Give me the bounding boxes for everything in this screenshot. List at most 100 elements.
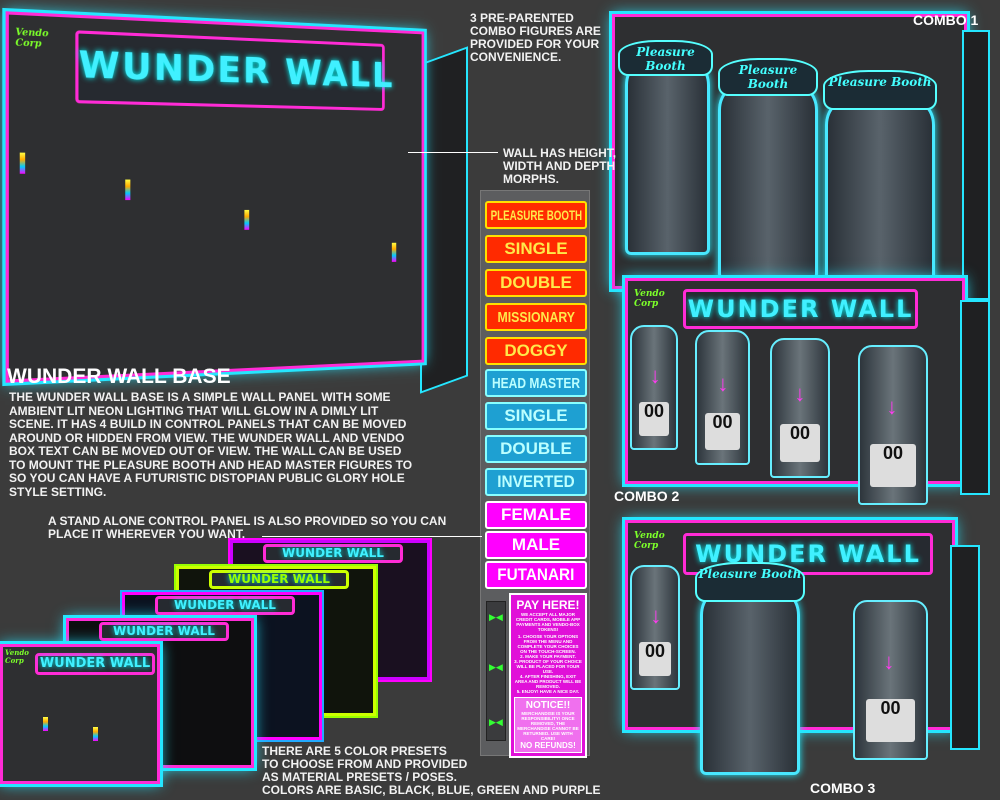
button-label: DOUBLE	[500, 273, 572, 293]
pay-text: WE ACCEPT ALL MAJOR CREDIT CARDS, MOBILE…	[514, 612, 582, 632]
arrow-down-icon: ↓	[794, 381, 805, 407]
desc-line: BOX TEXT CAN BE MOVED OUT OF VIEW. THE W…	[9, 445, 412, 459]
button-label: DOGGY	[504, 341, 567, 361]
arrow-down-icon: ↓	[717, 371, 728, 397]
booth-sign: Pleasure Booth	[695, 562, 805, 602]
preset-wall-basic: Vendo Corp WUNDER WALL	[0, 644, 160, 784]
desc-line: SO YOU CAN HAVE A FUTURISTIC DISTOPIAN P…	[9, 472, 412, 486]
combo-3-booth	[700, 585, 800, 775]
button-label: SINGLE	[504, 239, 567, 259]
head-master-2: ↓ 00	[695, 330, 750, 465]
combo-1-side	[962, 30, 990, 300]
combo-2-side	[960, 300, 990, 495]
standalone-control-panel: PLEASURE BOOTH SINGLE DOUBLE MISSIONARY …	[480, 190, 590, 756]
base-description: THE WUNDER WALL BASE IS A SIMPLE WALL PA…	[9, 391, 412, 499]
hm-display: 00	[639, 642, 671, 676]
note-line: MORPHS.	[503, 173, 616, 186]
wunder-wall-sign: WUNDER WALL	[683, 289, 918, 329]
combo-1-booth-1	[625, 55, 710, 255]
desc-line: SCENE. IT HAS 4 BUILD IN CONTROL PANELS …	[9, 418, 412, 432]
pay-step: 4. AFTER FINISHING, EXIT AREA AND PRODUC…	[514, 674, 582, 689]
combo-3-side	[950, 545, 980, 750]
head-master-right: ↓ 00	[853, 600, 928, 760]
pay-title: PAY HERE!	[514, 598, 582, 612]
button-single[interactable]: SINGLE	[485, 235, 587, 263]
button-futanari[interactable]: FUTANARI	[485, 561, 587, 589]
button-label: SINGLE	[504, 406, 567, 426]
presets-note: THERE ARE 5 COLOR PRESETS TO CHOOSE FROM…	[262, 745, 600, 797]
vendo-logo: Vendo Corp	[5, 649, 29, 665]
arrow-down-icon: ↓	[883, 649, 894, 675]
pay-step: 1. CHOOSE YOUR OPTIONS FROM THE MENU AND…	[514, 634, 582, 654]
arrow-icon: ▶◀	[489, 717, 503, 728]
button-label: FEMALE	[501, 505, 571, 525]
button-label: MISSIONARY	[497, 309, 574, 326]
button-label: FUTANARI	[497, 565, 574, 585]
morph-callout-line	[408, 152, 498, 153]
button-label: INVERTED	[497, 472, 574, 492]
button-missionary[interactable]: MISSIONARY	[485, 303, 587, 331]
vendo-logo: Vendo Corp	[15, 28, 48, 50]
booth-sign: Pleasure Booth	[618, 40, 713, 76]
base-title: WUNDER WALL BASE	[7, 365, 231, 389]
combo-1-label: COMBO 1	[913, 12, 978, 28]
button-hm-double[interactable]: DOUBLE	[485, 435, 587, 463]
desc-line: THE WUNDER WALL BASE IS A SIMPLE WALL PA…	[9, 391, 412, 405]
desc-line: TO MOUNT THE PLEASURE BOOTH AND HEAD MAS…	[9, 459, 412, 473]
main-wall: Vendo Corp WUNDER WALL	[6, 11, 425, 382]
head-master-left: ↓ 00	[630, 565, 680, 690]
hm-display: 00	[866, 699, 916, 743]
button-doggy[interactable]: DOGGY	[485, 337, 587, 365]
card-slot[interactable]: ▶◀ ▶◀ ▶◀	[486, 601, 506, 741]
control-panel	[93, 727, 98, 741]
head-master-4: ↓ 00	[858, 345, 928, 505]
button-inverted[interactable]: INVERTED	[485, 468, 587, 496]
pay-step: 5. ENJOY! HAVE A NICE DAY.	[514, 689, 582, 694]
hm-display: 00	[705, 413, 741, 450]
preset-sign: WUNDER WALL	[263, 544, 403, 563]
hm-display: 00	[870, 444, 916, 488]
wunder-wall-sign: WUNDER WALL	[75, 30, 384, 111]
head-master-1: ↓ 00	[630, 325, 678, 450]
control-panel-4	[392, 243, 396, 262]
preset-sign: WUNDER WALL	[99, 622, 229, 641]
control-panel-2	[125, 180, 130, 201]
button-female[interactable]: FEMALE	[485, 501, 587, 529]
combo-2-label: COMBO 2	[614, 488, 679, 504]
pay-here-sign: PAY HERE! WE ACCEPT ALL MAJOR CREDIT CAR…	[509, 593, 587, 758]
vendo-logo: Vendo Corp	[634, 289, 665, 309]
arrow-down-icon: ↓	[650, 603, 661, 629]
booth-sign: Pleasure Booth	[823, 70, 937, 110]
hm-display: 00	[639, 402, 670, 436]
button-double[interactable]: DOUBLE	[485, 269, 587, 297]
button-label: MALE	[512, 535, 560, 555]
button-label: DOUBLE	[500, 439, 572, 459]
desc-line: AROUND OR HIDDEN FROM VIEW. THE WUNDER W…	[9, 432, 412, 446]
vendo-logo: Vendo Corp	[634, 531, 665, 551]
morphs-note: WALL HAS HEIGHT, WIDTH AND DEPTH MORPHS.	[503, 147, 616, 186]
note-line: PLACE IT WHEREVER YOU WANT.	[48, 528, 446, 541]
arrow-down-icon: ↓	[650, 363, 661, 389]
button-hm-single[interactable]: SINGLE	[485, 402, 587, 430]
combos-note: 3 PRE-PARENTED COMBO FIGURES ARE PROVIDE…	[470, 12, 601, 64]
note-line: CONVENIENCE.	[470, 51, 601, 64]
note-line: COLORS ARE BASIC, BLACK, BLUE, GREEN AND…	[262, 784, 600, 797]
preset-sign: WUNDER WALL	[209, 570, 349, 589]
combo-1-booth-2	[718, 80, 818, 280]
button-pleasure-booth[interactable]: PLEASURE BOOTH	[485, 201, 587, 229]
preset-sign: WUNDER WALL	[35, 653, 155, 675]
button-male[interactable]: MALE	[485, 531, 587, 559]
notice-title: NOTICE!!	[517, 700, 579, 711]
button-label: HEAD MASTER	[492, 375, 580, 392]
desc-line: STYLE SETTING.	[9, 486, 412, 500]
arrow-icon: ▶◀	[489, 662, 503, 673]
main-wall-side	[420, 46, 468, 393]
button-head-master[interactable]: HEAD MASTER	[485, 369, 587, 397]
head-master-3: ↓00	[770, 338, 830, 478]
button-label: PLEASURE BOOTH	[490, 207, 581, 223]
standalone-note: A STAND ALONE CONTROL PANEL IS ALSO PROV…	[48, 515, 446, 541]
arrow-down-icon: ↓	[886, 394, 897, 420]
control-panel-1	[20, 153, 25, 174]
arrow-icon: ▶◀	[489, 612, 503, 623]
desc-line: AMBIENT LIT NEON LIGHTING THAT WILL GLOW…	[9, 405, 412, 419]
